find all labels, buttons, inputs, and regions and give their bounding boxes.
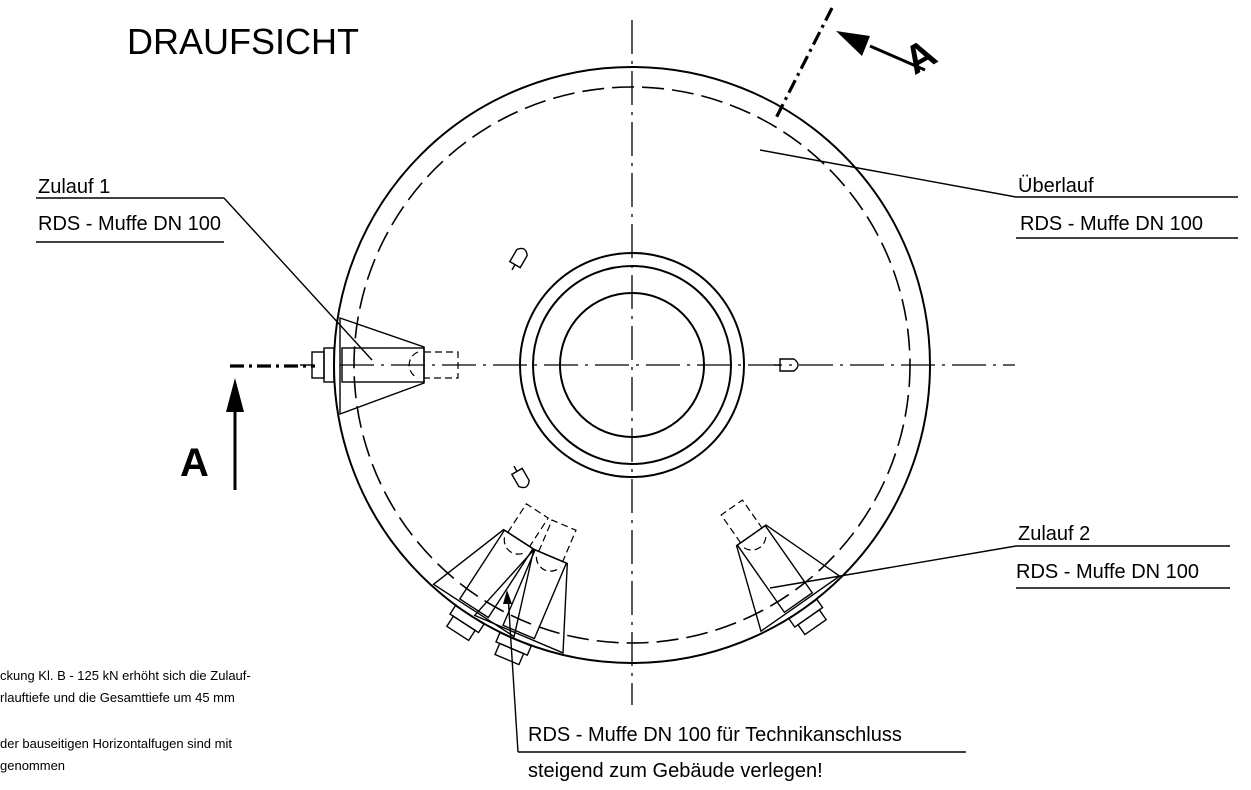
- drawing-title: DRAUFSICHT: [127, 21, 359, 62]
- zulauf1-connection: [300, 317, 459, 416]
- label-zulauf2-spec: RDS - Muffe DN 100: [1016, 561, 1199, 583]
- label-ueberlauf-spec: RDS - Muffe DN 100: [1020, 213, 1203, 235]
- step-iron-symbol-right: [774, 358, 799, 372]
- label-ueberlauf-name: Überlauf: [1018, 175, 1094, 197]
- tank-plan-view: [333, 20, 1015, 705]
- note-line-2: rlauftiefe und die Gesamttiefe um 45 mm: [0, 690, 235, 705]
- label-zulauf1-spec: RDS - Muffe DN 100: [38, 213, 221, 235]
- step-iron-symbol-lower: [510, 465, 530, 489]
- section-marker-left: A: [180, 441, 209, 485]
- label-technik-note: steigend zum Gebäude verlegen!: [528, 760, 823, 782]
- section-line-a: [226, 7, 926, 490]
- note-line-4: genommen: [0, 758, 65, 773]
- label-technik-spec: RDS - Muffe DN 100 für Technikanschluss: [528, 724, 902, 746]
- zulauf2-connection: [720, 499, 841, 636]
- leader-zulauf2: [769, 545, 1230, 589]
- ueberlauf-connection: [473, 519, 577, 666]
- note-line-1: ckung Kl. B - 125 kN erhöht sich die Zul…: [0, 668, 251, 683]
- technik-connection: [432, 503, 549, 642]
- label-zulauf1-name: Zulauf 1: [38, 176, 110, 198]
- leader-zulauf1: [36, 197, 373, 361]
- leader-technik: [503, 590, 966, 753]
- step-iron-symbol-upper: [508, 247, 528, 271]
- section-marker-right: A: [897, 31, 944, 84]
- label-zulauf2-name: Zulauf 2: [1018, 523, 1090, 545]
- leader-ueberlauf: [759, 149, 1238, 239]
- manhole-opening: [559, 292, 705, 438]
- note-line-3: der bauseitigen Horizontalfugen sind mit: [0, 736, 232, 751]
